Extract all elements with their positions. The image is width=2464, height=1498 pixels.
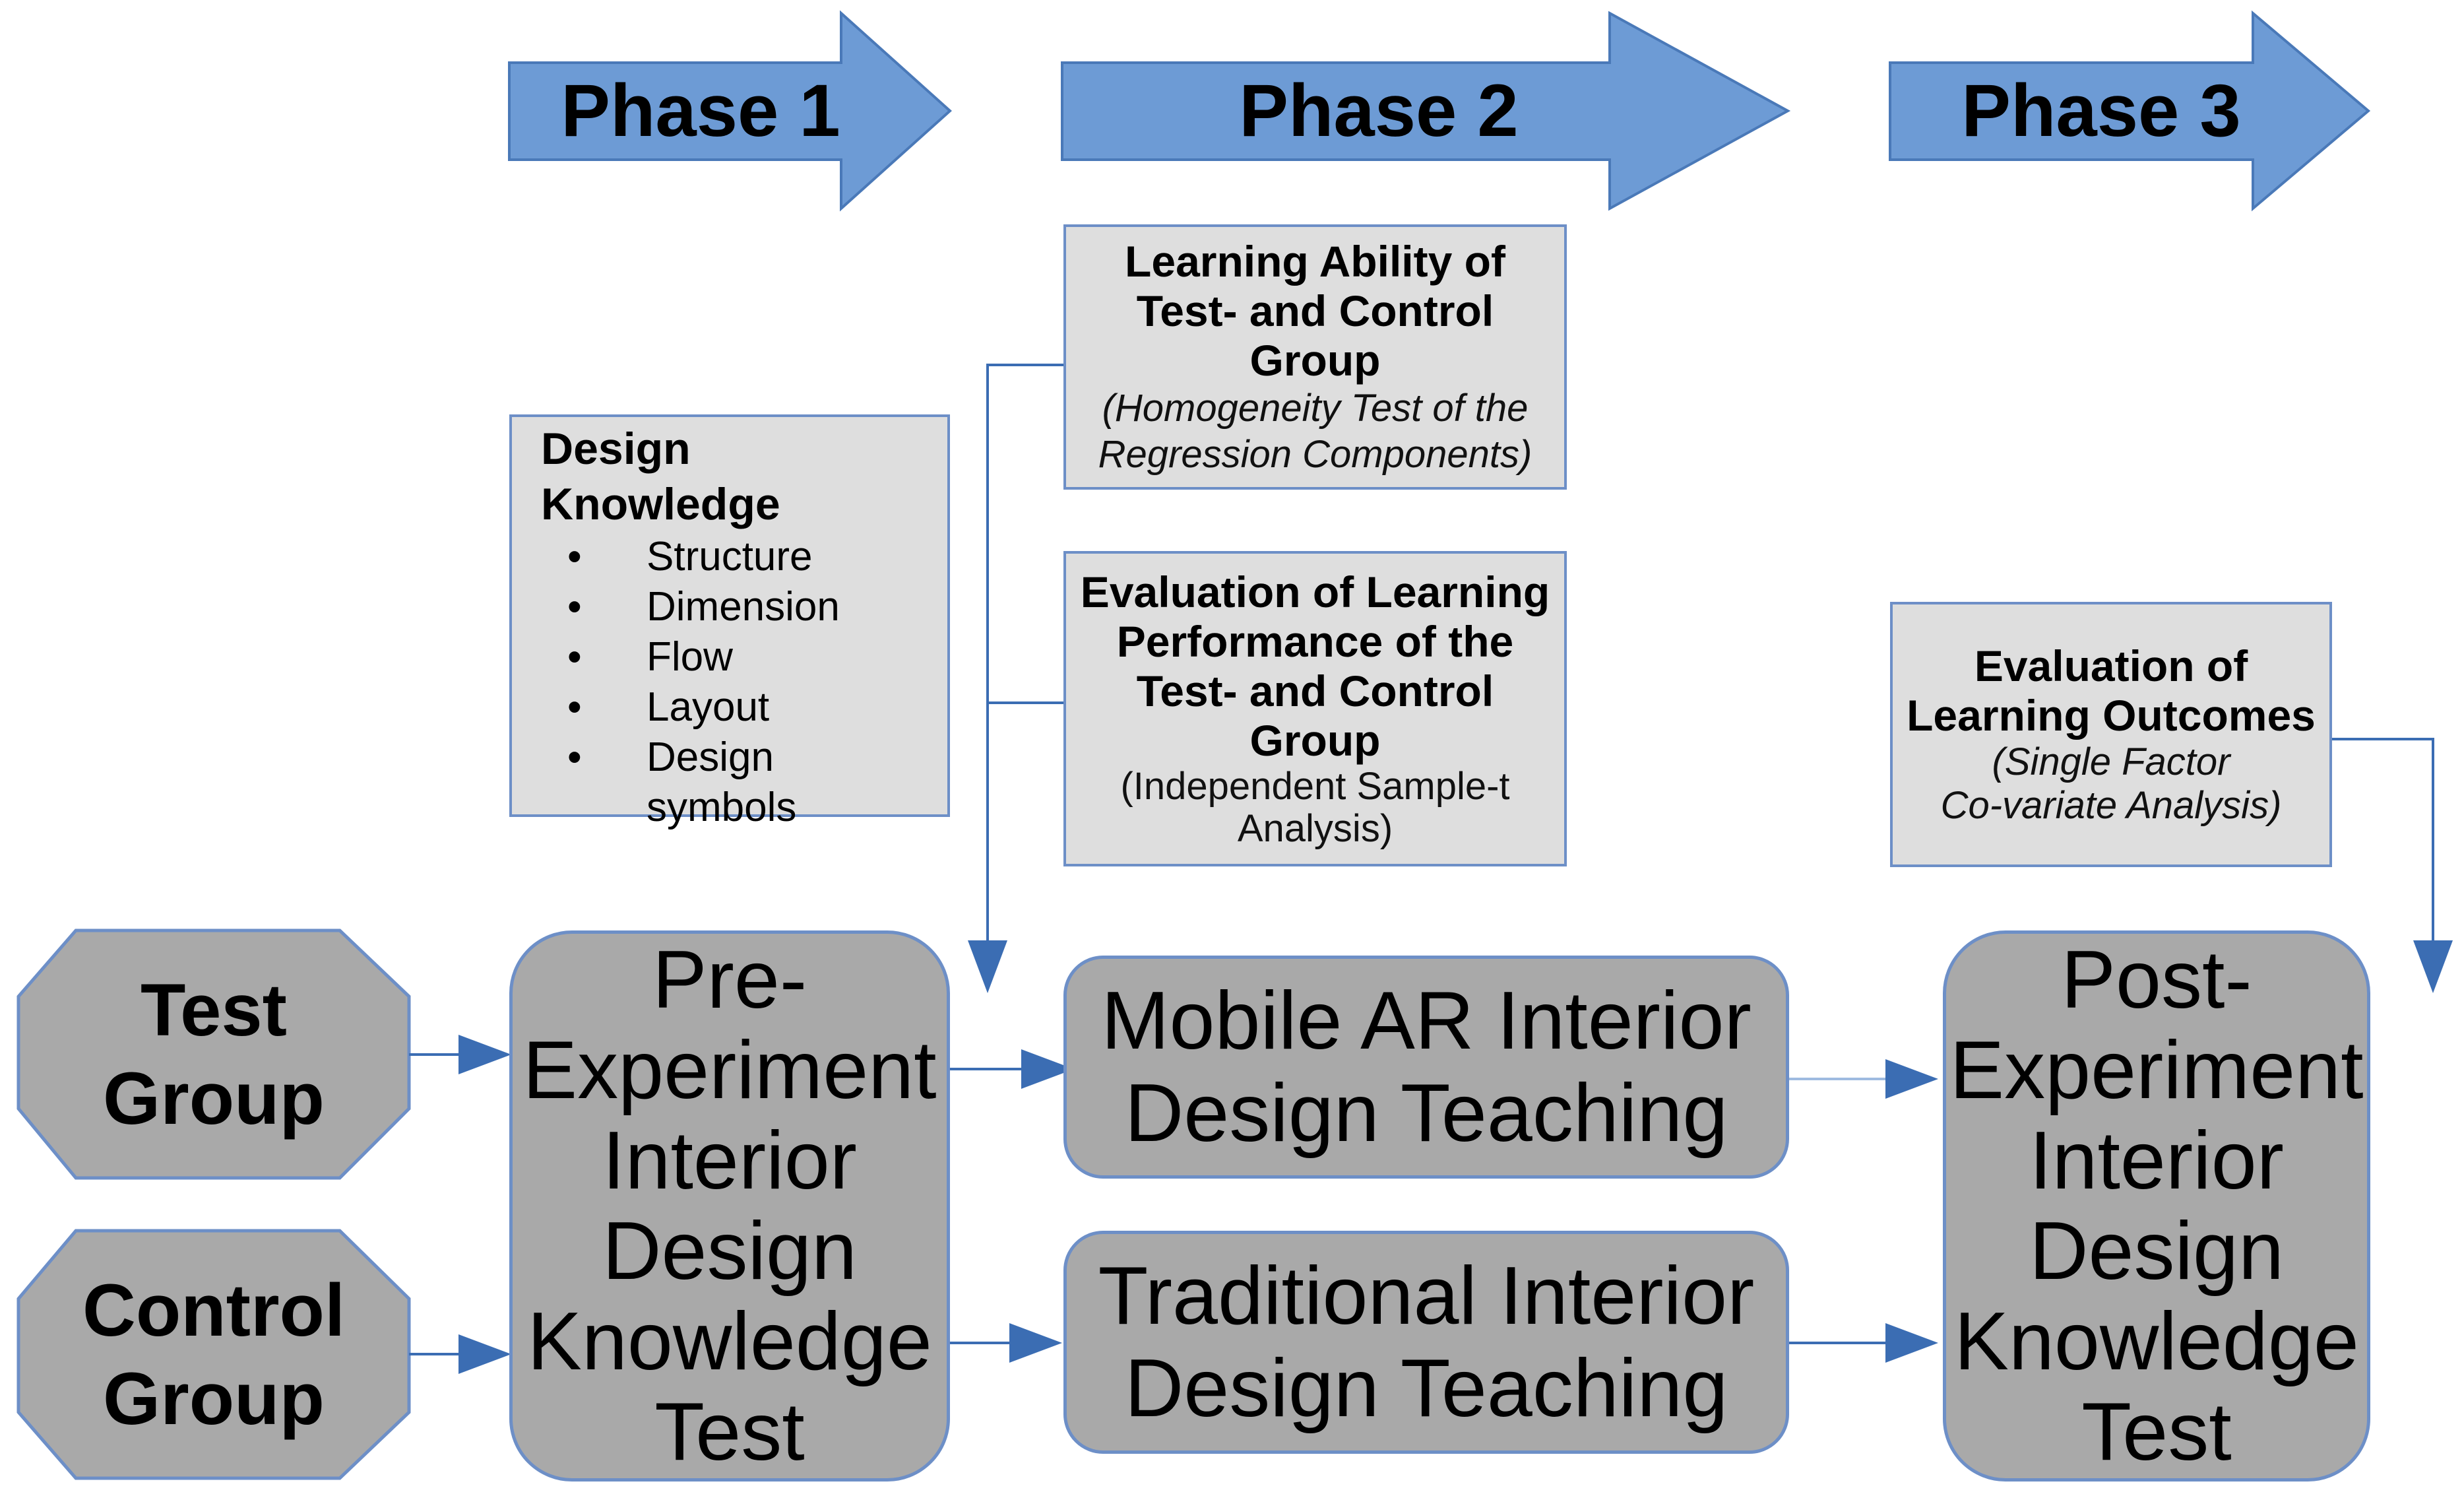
arrowhead-control — [458, 1334, 511, 1374]
phase-2-label: Phase 2 — [1239, 69, 1519, 152]
arrowheads — [458, 940, 2453, 1374]
learning-ability-subtitle: (Homogeneity Test of the Regression Comp… — [1098, 386, 1532, 476]
post-experiment-test: Post- Experiment Interior Design Knowled… — [1943, 930, 2370, 1482]
connectors — [409, 364, 2434, 1355]
phase-1-arrow — [508, 10, 952, 212]
list-item: Dimension — [541, 582, 932, 632]
phase-1-label: Phase 1 — [561, 69, 840, 152]
design-knowledge-list: Structure Dimension Flow Layout Design s… — [541, 532, 932, 833]
phase-3-label: Phase 3 — [1961, 69, 2241, 152]
list-item: Flow — [541, 632, 932, 682]
evaluation-performance-subtitle: (Independent Sample-t Analysis) — [1120, 765, 1510, 850]
arrowhead-phase2-down — [968, 940, 1007, 993]
test-group-label: Test Group — [103, 968, 325, 1140]
design-knowledge-title: Design Knowledge — [541, 424, 780, 529]
arrowhead-outcomes-down — [2413, 940, 2453, 993]
control-group-octagon — [16, 1229, 411, 1480]
learning-ability-title: Learning Ability of Test- and Control Gr… — [1125, 236, 1505, 385]
evaluation-outcomes-subtitle: (Single Factor Co-variate Analysis) — [1940, 740, 2282, 827]
test-group-octagon — [16, 928, 411, 1180]
evaluation-performance-title: Evaluation of Learning Performance of th… — [1080, 568, 1550, 765]
traditional-teaching: Traditional Interior Design Teaching — [1063, 1231, 1789, 1454]
pre-experiment-test: Pre- Experiment Interior Design Knowledg… — [509, 930, 950, 1482]
evaluation-performance-box: Evaluation of Learning Performance of th… — [1063, 551, 1567, 866]
phase-2-arrow — [1061, 11, 1791, 211]
list-item: Layout — [541, 682, 932, 733]
evaluation-outcomes-box: Evaluation of Learning Outcomes (Single … — [1890, 602, 2332, 867]
list-item: Design symbols — [541, 733, 932, 833]
connector-outcomes-down — [2332, 738, 2434, 947]
connector-bracket-phase2 — [986, 364, 1063, 947]
arrowhead-traditional — [1009, 1323, 1062, 1363]
arrowhead-post-traditional — [1885, 1323, 1938, 1363]
learning-ability-box: Learning Ability of Test- and Control Gr… — [1063, 224, 1567, 490]
list-item: Structure — [541, 532, 932, 582]
evaluation-outcomes-title: Evaluation of Learning Outcomes — [1907, 641, 2316, 740]
arrowhead-mobile — [1021, 1049, 1074, 1089]
arrowhead-post-mobile — [1885, 1059, 1938, 1099]
control-group-label: Control Group — [82, 1268, 346, 1440]
mobile-ar-teaching: Mobile AR Interior Design Teaching — [1063, 956, 1789, 1179]
arrowhead-test — [458, 1035, 511, 1074]
phase-3-arrow — [1889, 10, 2371, 212]
design-knowledge-box: Design Knowledge Structure Dimension Flo… — [509, 414, 950, 830]
